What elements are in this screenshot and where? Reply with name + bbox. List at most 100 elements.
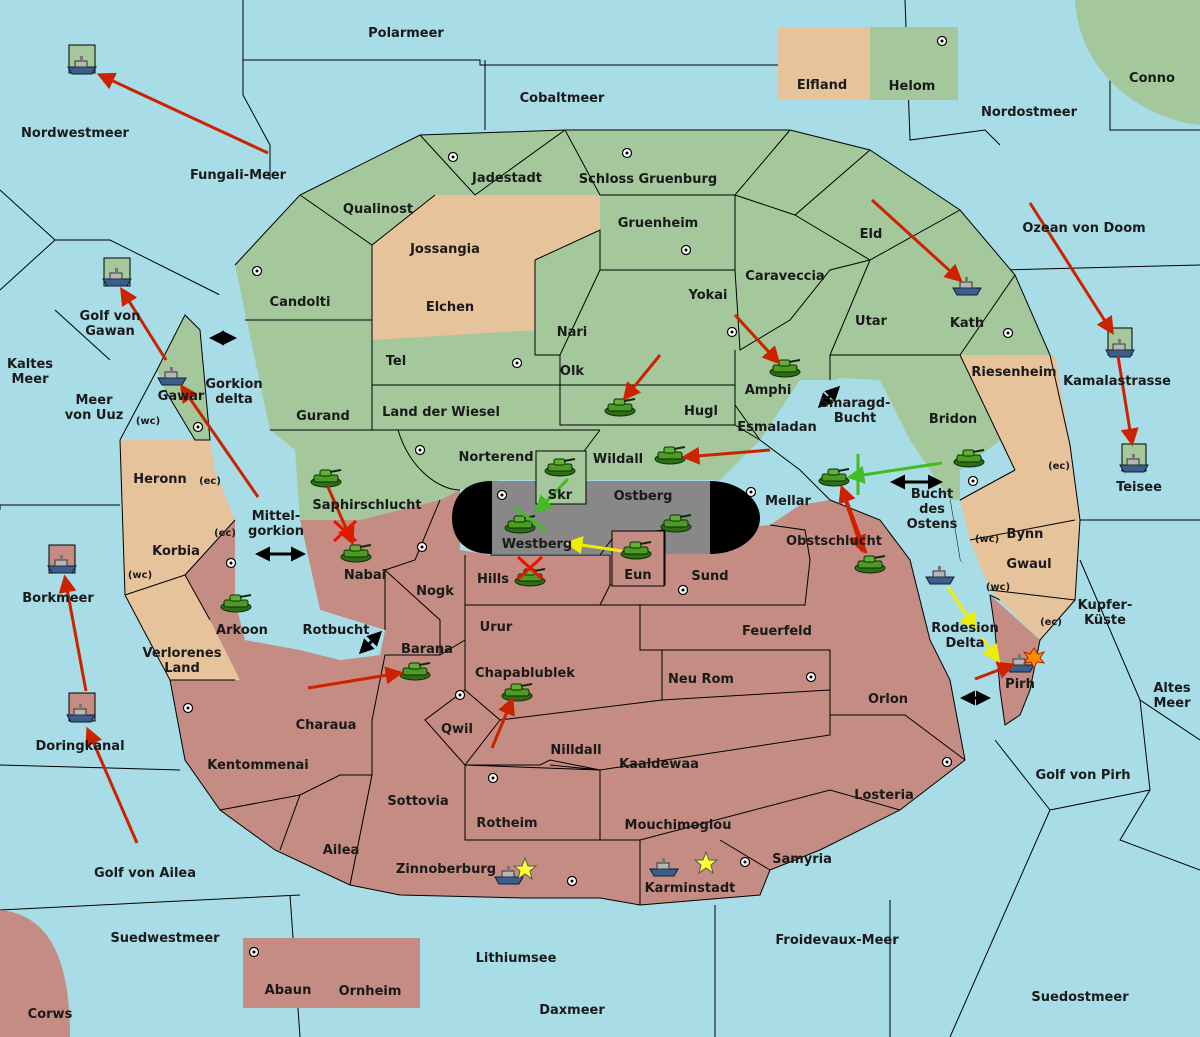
green-territory-labels: Helom Jadestadt Schloss Gruenburg Qualin… (158, 79, 984, 509)
sea-label: Nordwestmeer (21, 126, 129, 141)
territory-label: Arkoon (216, 623, 268, 638)
territory-label: Losteria (854, 788, 914, 803)
sea-label: Nordostmeer (981, 105, 1078, 120)
sea-labels: Polarmeer Cobaltmeer Conno Nordwestmeer … (7, 26, 1191, 1022)
sea-label: Golf von Ailea (94, 866, 196, 881)
sea-label: Borkmeer (22, 591, 94, 606)
territory-label: Nari (557, 325, 588, 340)
order-arrows (58, 72, 1139, 844)
territory-label: Mouchimoglou (625, 818, 732, 833)
territory-label: Korbia (152, 544, 200, 559)
territory-label: Yokai (687, 288, 727, 303)
territory-label: Heronn (133, 472, 187, 487)
coast-tag: (ec) (1048, 461, 1070, 472)
red-territory-labels: Saphirschlucht Nabai Westberg Hills Eun … (207, 498, 1035, 999)
sea-label: Kupfer-Küste (1078, 598, 1133, 628)
territory-label: Bynn (1007, 527, 1044, 542)
sea-label: Rotbucht (303, 623, 370, 638)
territory-label: Ailea (323, 843, 360, 858)
coast-tag: (wc) (986, 582, 1010, 593)
territory-label: Eld (860, 227, 883, 242)
grey-territory-labels: Ostberg (614, 489, 673, 504)
territory-label: Nogk (416, 584, 454, 599)
inner-sea (200, 265, 385, 660)
territory-label: Utar (855, 314, 888, 329)
territory-label: Abaun (265, 983, 312, 998)
sea-label: Daxmeer (539, 1003, 605, 1018)
territory-label: Candolti (270, 295, 331, 310)
sea-label: Suedostmeer (1031, 990, 1129, 1005)
territory-label: Barana (401, 642, 453, 657)
sea-label: Teisee (1116, 480, 1162, 495)
territory-label: Elchen (426, 300, 474, 315)
coast-tag: (wc) (975, 534, 999, 545)
territory-label: Qwil (441, 722, 473, 737)
territory-label: Gawar (158, 389, 205, 404)
sea-label: Corws (28, 1007, 73, 1022)
territory-label: Rotheim (476, 816, 537, 831)
territory-label: Ornheim (339, 984, 402, 999)
coast-connector-arrows (209, 330, 991, 706)
territory-label: Kaaldewaa (619, 757, 699, 772)
sea-label: Polarmeer (368, 26, 444, 41)
sea-label: Mittel-gorkion (248, 509, 304, 539)
territory-label: Bridon (929, 412, 977, 427)
sea-label: Smaragd-Bucht (820, 396, 891, 426)
territory-label: Karminstadt (645, 881, 736, 896)
territory-label: Riesenheim (971, 365, 1056, 380)
sea-label: Suedwestmeer (110, 931, 220, 946)
territory-label: Saphirschlucht (312, 498, 421, 513)
failed-order-crosses (332, 519, 544, 581)
territory-label: Wildall (593, 452, 643, 467)
sea-label: Froidevaux-Meer (775, 933, 899, 948)
territory-label: Elfland (797, 78, 847, 93)
territory-label: Eun (624, 568, 651, 583)
sea-label: Cobaltmeer (520, 91, 605, 106)
coast-tags: (wc) (ec) (wc) (ec) (wc) (ec) (wc) (ec) (128, 416, 1070, 628)
territory-label: Westberg (502, 537, 572, 552)
sea-label: Lithiumsee (476, 951, 557, 966)
territory-borders (119, 129, 1081, 906)
territory-label: Urur (480, 620, 513, 635)
territory-label: Ostberg (614, 489, 673, 504)
territory-label: Obstschlucht (786, 534, 882, 549)
territory-label: Esmaladan (737, 420, 817, 435)
coast-tag: (ec) (214, 528, 236, 539)
sea-label: Conno (1129, 71, 1175, 86)
territory-label: Tel (386, 354, 406, 369)
coast-tag: (wc) (128, 570, 152, 581)
territory-label: Charaua (296, 718, 357, 733)
sea-label: Fungali-Meer (190, 168, 287, 183)
territory-label: Neu Rom (668, 672, 734, 687)
territory-label: Norterend (458, 450, 533, 465)
territory-label: Hugl (684, 404, 718, 419)
territory-label: Jossangia (409, 242, 480, 257)
territory-label: Chapablublek (475, 666, 575, 681)
territory-label: Orlon (868, 692, 908, 707)
territory-label: Caraveccia (745, 269, 824, 284)
sea-label: Golf von Pirh (1035, 768, 1130, 783)
event-markers (512, 647, 1046, 881)
sea-label: Doringkanal (35, 739, 124, 754)
territory-label: Mellar (765, 494, 811, 509)
territory-label: Feuerfeld (742, 624, 812, 639)
territory-label: Kentommenai (207, 758, 308, 773)
territory-label: Samyria (772, 852, 832, 867)
territory-label: Zinnoberburg (396, 862, 496, 877)
territory-label: Gruenheim (618, 216, 698, 231)
tan-territory-labels: Elfland Jossangia Elchen Riesenheim Hero… (133, 78, 1056, 676)
territory-label: Nilldall (550, 743, 601, 758)
territory-label: Amphi (745, 383, 792, 398)
territory-label: Olk (560, 364, 585, 379)
coast-tag: (wc) (136, 416, 160, 427)
territory-label: Schloss Gruenburg (579, 172, 717, 187)
coast-tag: (ec) (1040, 617, 1062, 628)
